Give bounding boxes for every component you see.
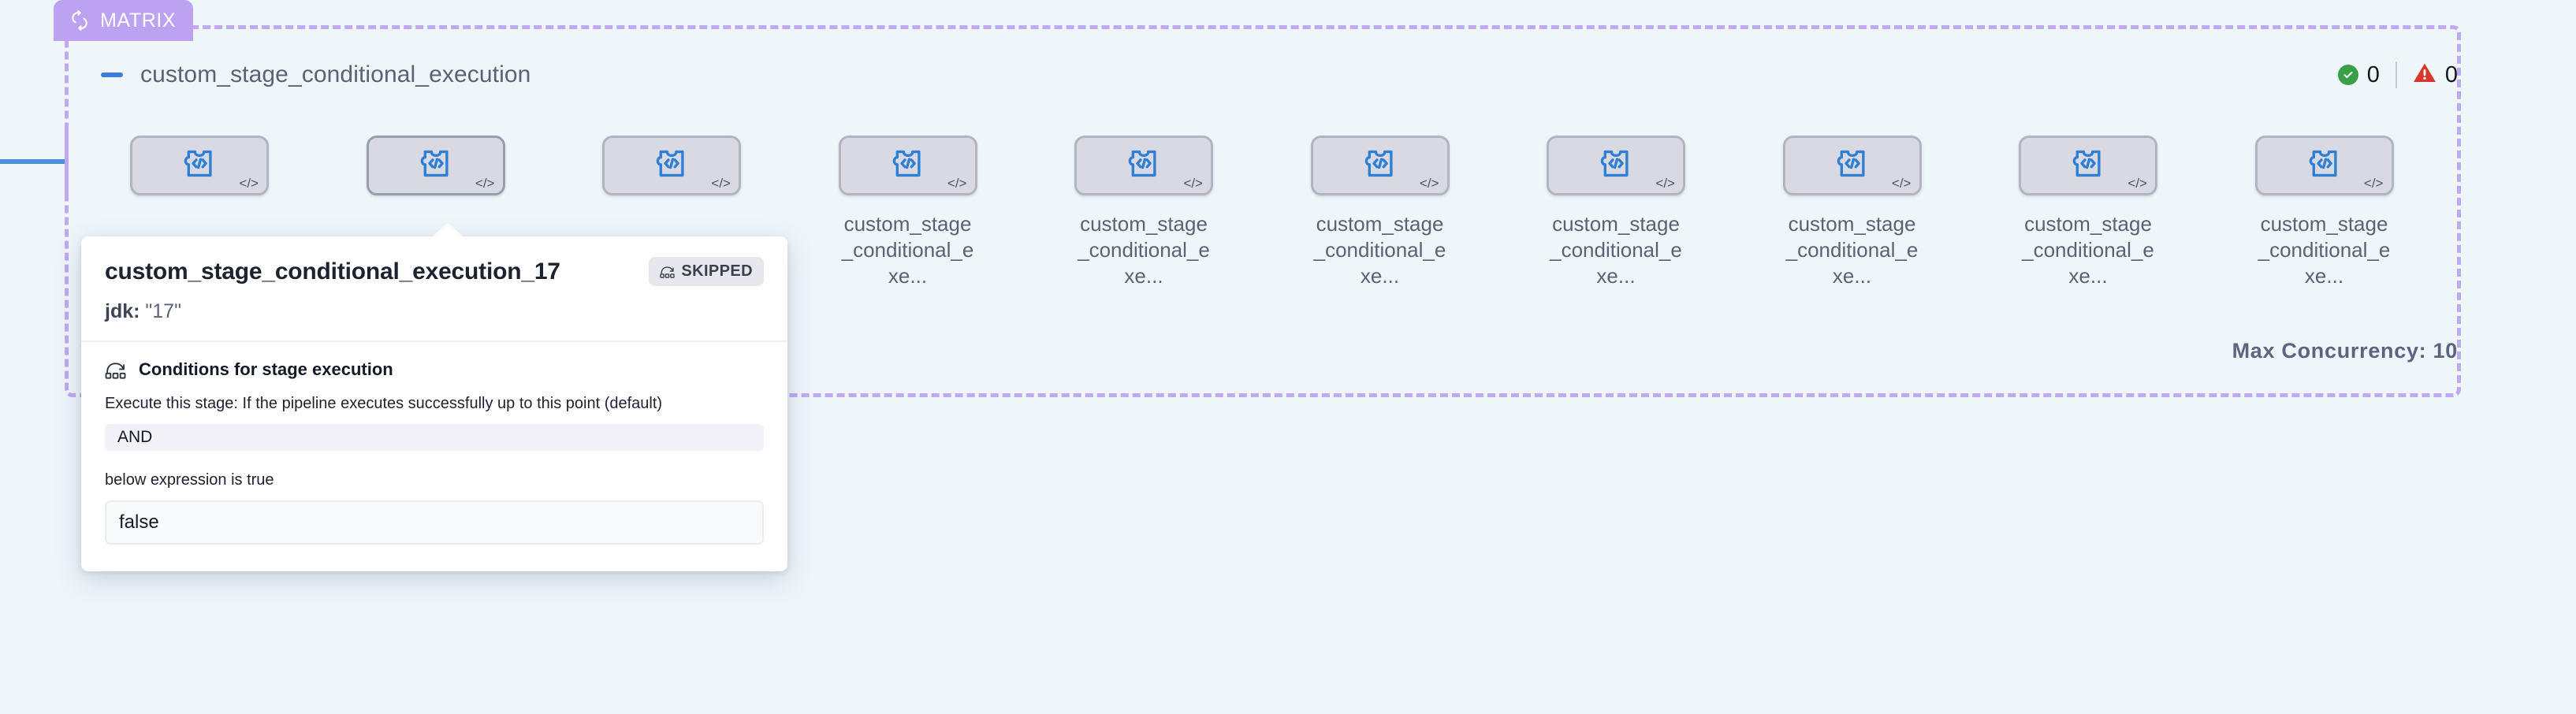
custom-stage-code-icon bbox=[2071, 147, 2105, 185]
matrix-badge[interactable]: MATRIX bbox=[54, 0, 194, 41]
stage-node-box[interactable]: </> bbox=[2254, 136, 2394, 195]
stage-node-label: custom_stage_conditional_exe... bbox=[841, 212, 974, 288]
status-divider bbox=[2395, 61, 2397, 88]
stage-node-box[interactable]: </> bbox=[1310, 136, 1450, 195]
stage-node[interactable]: </> custom_stage_conditional_exe... bbox=[1547, 136, 1685, 288]
stage-node-label: custom_stage_conditional_exe... bbox=[2258, 212, 2391, 288]
stage-node-label: custom_stage_conditional_exe... bbox=[1313, 212, 1446, 288]
check-circle-icon bbox=[2337, 65, 2358, 85]
matrix-group-header: custom_stage_conditional_execution bbox=[101, 61, 530, 88]
stage-node-box[interactable]: </> bbox=[2019, 136, 2157, 195]
popover-subtitle-key: jdk: bbox=[105, 300, 140, 322]
popover-header: custom_stage_conditional_execution_17 SK… bbox=[81, 236, 787, 340]
warning-triangle-icon bbox=[2413, 62, 2436, 87]
skip-over-icon bbox=[105, 360, 126, 379]
stage-node-box[interactable]: </> bbox=[1782, 136, 1922, 195]
popover-subtitle-value: "17" bbox=[145, 300, 181, 322]
matrix-badge-label: MATRIX bbox=[100, 9, 177, 32]
conditions-description: Execute this stage: If the pipeline exec… bbox=[105, 395, 663, 412]
code-tag-icon: </> bbox=[1183, 176, 1203, 191]
code-tag-icon: </> bbox=[1891, 176, 1912, 191]
custom-stage-code-icon bbox=[2307, 147, 2342, 185]
stage-node-row: </> custom_stage_conditional_exe... </> cus… bbox=[0, 136, 2576, 325]
max-concurrency-label: Max Concurrency: 10 bbox=[2232, 339, 2458, 363]
stage-node-box[interactable]: </> bbox=[130, 136, 269, 195]
code-tag-icon: </> bbox=[1419, 176, 1439, 191]
loop-arrows-icon bbox=[69, 10, 90, 31]
stage-node[interactable]: </> custom_stage_conditional_exe... bbox=[1074, 136, 1213, 288]
code-tag-icon: </> bbox=[2363, 176, 2384, 191]
custom-stage-code-icon bbox=[1363, 147, 1398, 185]
conditions-expression-field: false bbox=[105, 500, 764, 545]
stage-node-box[interactable]: </> bbox=[602, 136, 741, 195]
popover-body: Conditions for stage execution Execute t… bbox=[81, 342, 787, 571]
matrix-group-container bbox=[65, 25, 2461, 397]
code-tag-icon: </> bbox=[947, 176, 967, 191]
stage-node-label: custom_stage_conditional_exe... bbox=[1078, 212, 1210, 288]
status-counters: 0 0 bbox=[2337, 61, 2458, 88]
matrix-group-title: custom_stage_conditional_execution bbox=[140, 61, 531, 87]
conditions-operator-field: AND bbox=[105, 424, 764, 451]
incoming-edge-connector bbox=[0, 159, 68, 164]
stage-detail-popover: custom_stage_conditional_execution_17 SK… bbox=[81, 223, 787, 571]
stage-node-label: custom_stage_conditional_exe... bbox=[1785, 212, 1919, 288]
custom-stage-code-icon bbox=[1126, 147, 1161, 185]
stage-node[interactable]: </>custom_stage_conditional_exe... bbox=[602, 136, 741, 288]
code-tag-icon: </> bbox=[1655, 176, 1675, 191]
stage-node[interactable]: </> custom_stage_conditional_exe... bbox=[2254, 136, 2394, 288]
warning-counter: 0 bbox=[2413, 62, 2458, 87]
code-tag-icon: </> bbox=[711, 176, 731, 191]
popover-arrow bbox=[432, 223, 463, 237]
custom-stage-code-icon bbox=[654, 147, 689, 185]
stage-node-box[interactable]: </> bbox=[838, 136, 977, 195]
matrix-group-entry-marker bbox=[65, 125, 69, 197]
stage-node[interactable]: </> custom_stage_conditional_exe... bbox=[1310, 136, 1450, 288]
success-count: 0 bbox=[2366, 61, 2380, 87]
popover-divider bbox=[81, 340, 787, 342]
status-badge: SKIPPED bbox=[649, 257, 764, 286]
custom-stage-code-icon bbox=[1599, 147, 1633, 185]
custom-stage-code-icon bbox=[182, 147, 217, 185]
custom-stage-code-icon bbox=[1835, 147, 1870, 185]
skip-over-icon bbox=[660, 265, 676, 278]
conditions-title: Conditions for stage execution bbox=[139, 359, 393, 379]
stage-node[interactable]: </>custom_stage_conditional_exe... bbox=[130, 136, 269, 288]
minus-icon[interactable] bbox=[101, 73, 123, 77]
success-counter: 0 bbox=[2337, 61, 2380, 87]
stage-node[interactable]: </> custom_stage_conditional_exe... bbox=[838, 136, 977, 288]
popover-title: custom_stage_conditional_execution_17 bbox=[105, 258, 560, 284]
status-badge-label: SKIPPED bbox=[681, 262, 753, 280]
stage-node-box[interactable]: </> bbox=[1547, 136, 1685, 195]
custom-stage-code-icon bbox=[891, 147, 925, 185]
warning-count: 0 bbox=[2444, 61, 2458, 87]
stage-node[interactable]: </> custom_stage_conditional_exe... bbox=[1782, 136, 1922, 288]
code-tag-icon: </> bbox=[2127, 176, 2147, 191]
popover-subtitle: jdk: "17" bbox=[105, 300, 764, 323]
stage-node[interactable]: </> custom_stage_conditional_exe... bbox=[2019, 136, 2157, 288]
stage-node[interactable]: </>custom_stage_conditional_exe... bbox=[366, 136, 505, 288]
stage-node-box[interactable]: </> bbox=[1074, 136, 1213, 195]
custom-stage-code-icon bbox=[419, 147, 453, 185]
code-tag-icon: </> bbox=[239, 176, 259, 191]
stage-node-box[interactable]: </> bbox=[366, 136, 505, 195]
stage-node-label: custom_stage_conditional_exe... bbox=[1550, 212, 1682, 288]
conditions-note: below expression is true bbox=[105, 471, 274, 489]
code-tag-icon: </> bbox=[475, 176, 495, 191]
stage-node-label: custom_stage_conditional_exe... bbox=[2022, 212, 2154, 288]
